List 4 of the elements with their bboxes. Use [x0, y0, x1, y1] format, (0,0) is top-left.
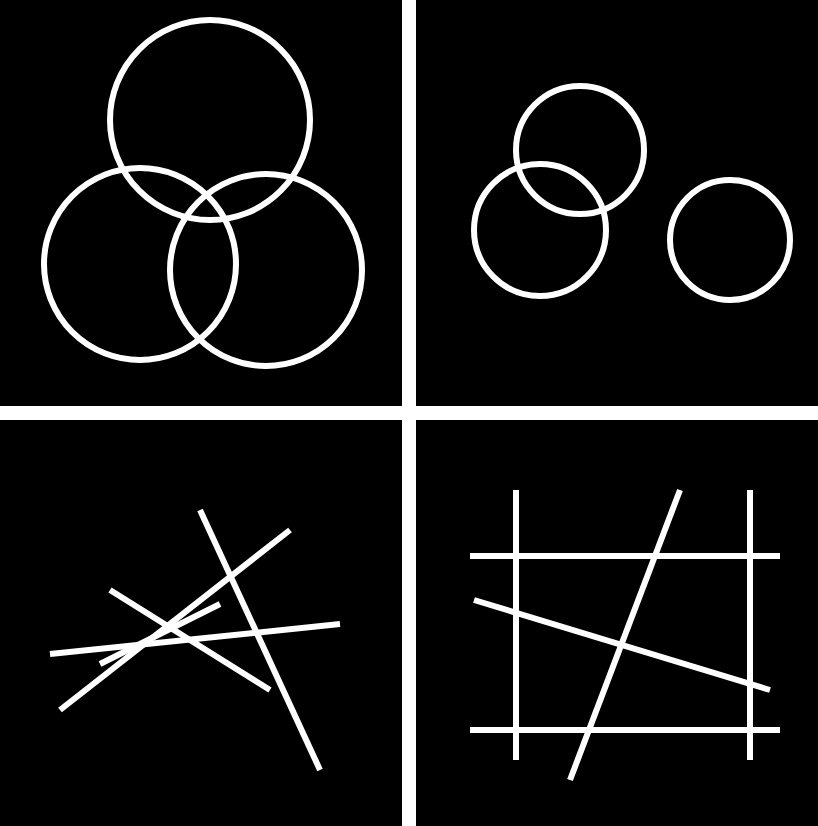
- picture-panel: [416, 420, 818, 826]
- picture-panel: [0, 420, 402, 826]
- picture-panel: [0, 0, 402, 406]
- picture-panel: [416, 0, 818, 406]
